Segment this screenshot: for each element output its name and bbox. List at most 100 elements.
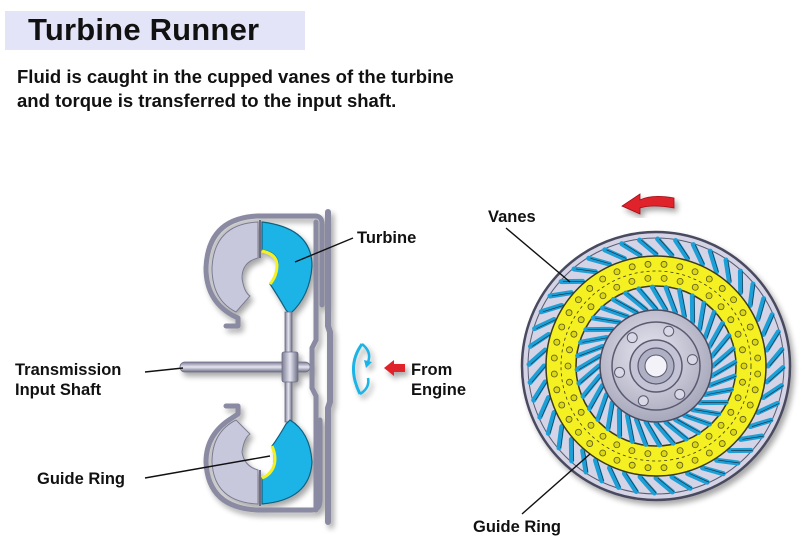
outer-vane — [764, 365, 786, 385]
inner-vane-edge — [667, 421, 689, 440]
guide-ring-bump — [691, 268, 699, 276]
guide-ring-bump — [660, 450, 668, 458]
hub-bolt-icon — [663, 325, 675, 337]
guide-ring-bump — [730, 296, 737, 304]
inner-vane-edge — [590, 385, 605, 409]
outer-vane-edge — [584, 450, 589, 472]
outer-vane — [747, 281, 756, 308]
inner-vane — [702, 310, 717, 340]
outer-vane-edge — [759, 403, 780, 413]
inner-vane — [677, 288, 687, 320]
inner-vane — [636, 286, 659, 312]
guide-ring-bumps — [550, 260, 762, 472]
outer-vane-edge — [549, 412, 557, 434]
guide-ring-bump — [577, 408, 585, 416]
outer-vane — [673, 238, 691, 262]
inner-vane — [672, 417, 702, 436]
guide-ring-bump — [739, 309, 747, 317]
guide-ring-bump — [717, 303, 725, 311]
outer-vanes — [526, 236, 786, 496]
inner-vane-edge — [706, 312, 717, 338]
outer-vane-edge — [535, 381, 548, 401]
subtitle-line-2: and torque is transferred to the input s… — [17, 90, 397, 111]
guide-ring-bump — [587, 303, 595, 311]
inner-vane — [710, 346, 736, 369]
inner-vane — [649, 284, 669, 313]
outer-vane-edge — [611, 467, 621, 488]
guide-ring-bump — [718, 440, 726, 447]
guide-ring-bump — [676, 447, 684, 455]
inner-vane-edge — [604, 307, 630, 317]
outer-vane — [527, 363, 547, 385]
outer-vane — [592, 457, 605, 484]
outer-vane — [765, 347, 785, 369]
inner-vane — [643, 419, 663, 448]
lower-guide-ring — [261, 445, 277, 480]
inner-vane-edge — [578, 355, 602, 370]
outer-vane — [669, 474, 693, 491]
inner-vane-edge — [681, 290, 687, 317]
outer-vane — [637, 237, 659, 257]
label-input-shaft-line2: Input Shaft — [15, 381, 102, 399]
outer-vane — [655, 236, 675, 258]
outer-vane — [538, 302, 565, 315]
guide-ring-bump — [644, 450, 652, 458]
inner-vane — [578, 335, 610, 345]
outer-vane-edge — [751, 419, 773, 427]
outer-vane — [755, 296, 767, 322]
inner-vane-edge — [582, 337, 609, 343]
outer-vane-edge — [727, 260, 732, 282]
from-engine-arrow-icon — [384, 360, 405, 376]
inner-vane-edge — [599, 394, 609, 420]
outer-vane — [621, 470, 639, 494]
outer-vane — [619, 241, 643, 258]
outer-vane-edge — [590, 258, 612, 265]
guide-ring-bump — [566, 346, 573, 354]
outer-vane-edge — [659, 238, 674, 256]
guide-ring-bump — [717, 421, 725, 429]
upper-turbine-half — [261, 221, 313, 315]
guide-ring-seam — [560, 270, 752, 462]
guide-ring-bump — [570, 394, 578, 402]
inner-vane-edge — [686, 415, 712, 425]
inner-vane — [576, 363, 602, 386]
inner-vane-edge — [694, 409, 721, 415]
lower-housing-shell — [255, 417, 323, 513]
label-guide-ring-right: Guide Ring — [473, 518, 561, 536]
inner-vane-edge — [580, 365, 601, 384]
outer-vane — [755, 400, 780, 416]
inner-vane — [623, 290, 649, 313]
guide-ring-bump — [558, 323, 566, 331]
inner-vane-edge — [657, 422, 676, 444]
outer-vane-edge — [531, 365, 547, 383]
outer-vane-edge — [532, 334, 551, 347]
guide-ring-bump — [660, 274, 668, 282]
lower-impeller-shell — [203, 403, 261, 513]
guide-ring-bump — [599, 275, 607, 283]
inner-vane-edge — [640, 288, 659, 310]
upper-torus — [203, 213, 325, 329]
input-shaft-leader-line — [144, 367, 184, 373]
inner-vane-edge — [653, 286, 668, 311]
inner-vane — [707, 320, 726, 350]
guide-ring-bump — [599, 432, 607, 440]
turbine-hub — [281, 351, 299, 383]
guide-ring-bump — [558, 401, 566, 409]
outer-vane-edge — [542, 305, 564, 313]
outer-vane — [602, 247, 627, 262]
hub-bolts — [614, 325, 698, 407]
outer-vane — [685, 470, 710, 485]
outer-vane-edge — [657, 477, 675, 493]
guide-ring-bump — [734, 330, 742, 338]
outer-vane — [760, 383, 784, 401]
guide-ring-bump — [577, 316, 585, 324]
outer-vane — [700, 465, 726, 477]
outer-vane-edge — [768, 367, 785, 383]
upper-impeller-half — [211, 221, 259, 313]
inner-vane-edge — [677, 419, 701, 433]
label-vanes: Vanes — [488, 208, 536, 226]
outer-vane-edge — [751, 284, 756, 306]
guide-ring-bump — [754, 354, 762, 362]
cross-section-diagram — [179, 209, 405, 525]
outer-vane-edge — [765, 385, 784, 398]
